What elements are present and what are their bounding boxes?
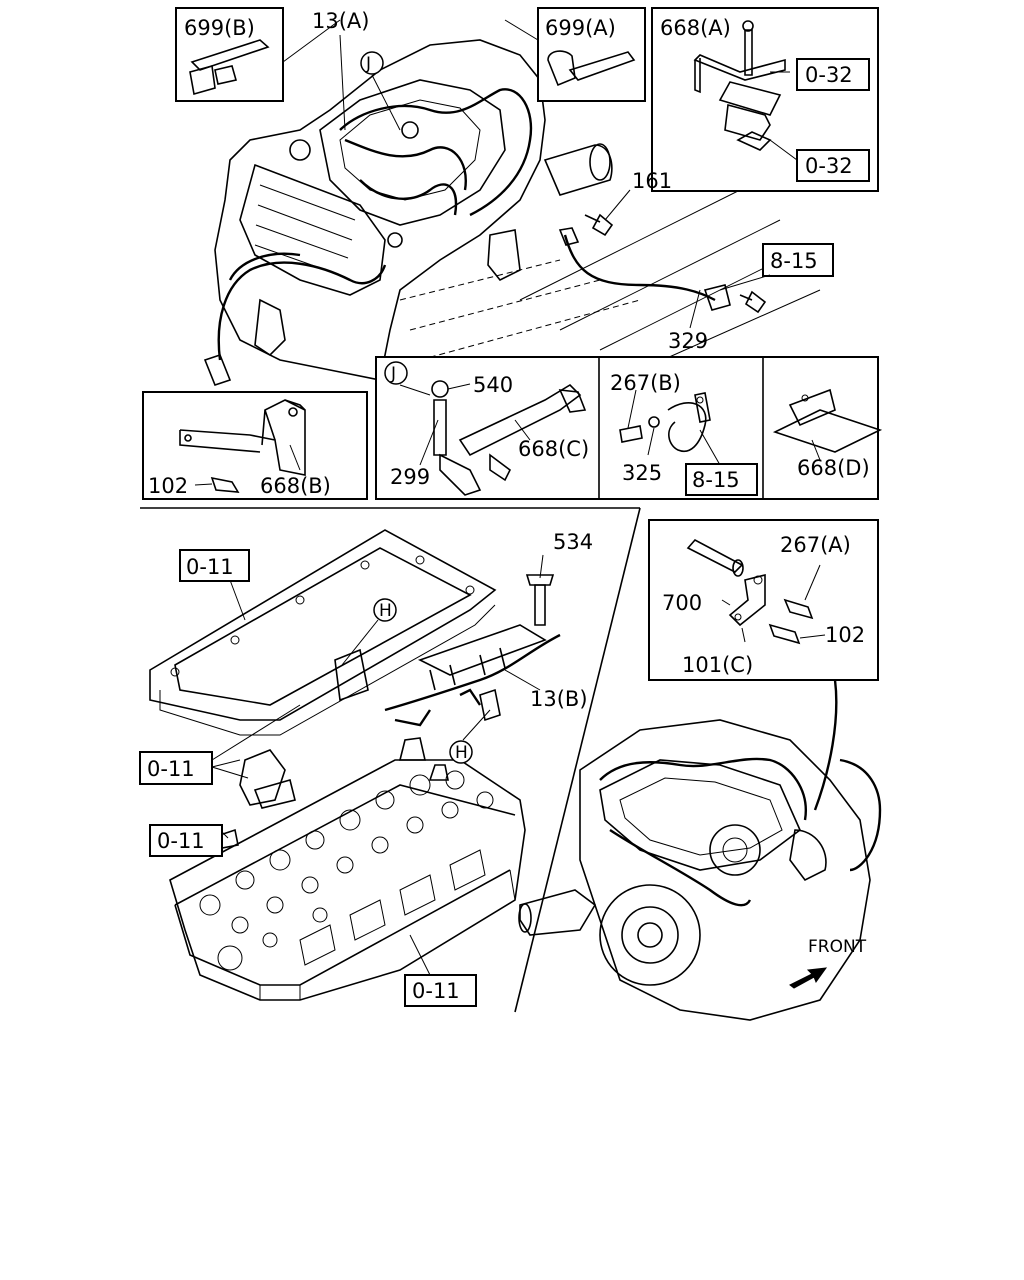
part-labels: 13(A) 699(B) 699(A) 668(A) 0-32 0-32 J 1…: [147, 9, 870, 1003]
cylinder-head-assembly: [149, 529, 561, 1001]
label-0-11-gasket: 0-11: [186, 555, 234, 579]
ref-box-0-32-upper: [796, 58, 870, 91]
circle-marker-h-harness: [449, 740, 473, 764]
label-0-32-upper: 0-32: [805, 63, 853, 87]
label-0-32-lower: 0-32: [805, 154, 853, 178]
lower-left-leaders: [211, 554, 544, 976]
label-329: 329: [668, 329, 708, 353]
label-668d: 668(D): [797, 456, 870, 480]
label-j-top: J: [365, 54, 371, 74]
label-534: 534: [553, 530, 593, 554]
top-leaders: [194, 34, 821, 486]
label-13a: 13(A): [312, 9, 369, 33]
label-0-11-sensor: 0-11: [157, 829, 205, 853]
inset-700-assembly: [648, 519, 879, 681]
label-700: 700: [662, 591, 702, 615]
label-325: 325: [622, 461, 662, 485]
section-divider-diag: [514, 507, 641, 1013]
label-102-inset: 102: [825, 623, 865, 647]
label-8-15-lower: 8-15: [692, 468, 740, 492]
label-299: 299: [390, 465, 430, 489]
label-699b: 699(B): [184, 16, 255, 40]
label-101c: 101(C): [682, 653, 753, 677]
label-668a: 668(A): [660, 16, 731, 40]
label-668c: 668(C): [518, 437, 589, 461]
circle-marker-j-top: [360, 51, 384, 75]
ref-box-8-15-upper: [762, 243, 834, 277]
label-668b: 668(B): [260, 474, 331, 498]
ref-box-0-11-left: [139, 751, 213, 785]
ref-box-8-15-lower: [685, 463, 758, 496]
label-j-detail: J: [390, 364, 396, 384]
circle-marker-h-gasket: [373, 598, 397, 622]
ref-box-0-11-gasket: [179, 549, 250, 582]
engine-harness-assembly: [203, 39, 821, 386]
label-front: FRONT: [808, 937, 867, 957]
label-h-harness: H: [455, 743, 468, 763]
detail-row: [142, 356, 883, 500]
label-267b: 267(B): [610, 371, 681, 395]
label-0-11-left: 0-11: [147, 757, 195, 781]
front-arrow-icon: [789, 967, 828, 989]
label-0-11-head: 0-11: [412, 979, 460, 1003]
label-102-detail: 102: [148, 474, 188, 498]
label-267a: 267(A): [780, 533, 851, 557]
ref-box-0-11-head: [404, 974, 477, 1007]
label-13b: 13(B): [530, 687, 588, 711]
label-8-15-upper: 8-15: [770, 249, 818, 273]
label-161: 161: [632, 169, 672, 193]
engine-overview: [518, 679, 882, 1021]
inset-699b: [175, 7, 341, 102]
ref-box-0-32-lower: [796, 149, 870, 182]
inset-699a: [504, 7, 646, 102]
circle-marker-j-detail: [384, 361, 408, 385]
ref-box-0-11-sensor: [149, 824, 223, 857]
label-h-gasket: H: [379, 601, 392, 621]
label-540: 540: [473, 373, 513, 397]
label-699a: 699(A): [545, 16, 616, 40]
